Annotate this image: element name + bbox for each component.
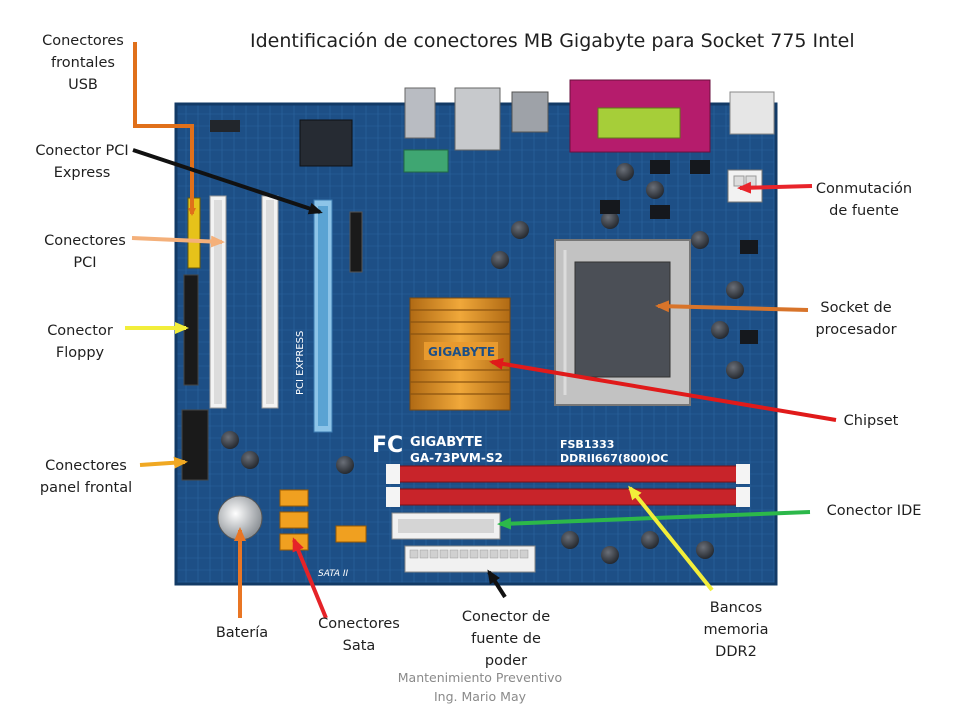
label-panel-line-2: panel frontal [39, 480, 133, 496]
label-power-switch-line-2: de fuente [829, 203, 899, 219]
label-power-switch-line-1: Conmutación [815, 181, 913, 197]
footer-line-1: Mantenimiento Preventivo [397, 670, 563, 685]
label-atx-power-line-1: Conector de [461, 609, 551, 625]
label-socket-line-1: Socket de [820, 300, 892, 316]
label-ide-line-1: Conector IDE [826, 503, 922, 519]
footer-line-2: Ing. Mario May [433, 689, 526, 704]
label-socket-line-2: procesador [815, 322, 897, 338]
label-battery-line-1: Batería [215, 625, 269, 641]
label-sata-line-2: Sata [342, 638, 376, 654]
diagram-title: Identificación de conectores MB Gigabyte… [250, 30, 855, 52]
pcie-slot-text: PCI EXPRESS [295, 331, 306, 395]
label-panel-line-1: Conectores [45, 458, 127, 474]
label-ddr2: Bancos memoria DDR2 [686, 597, 786, 663]
chipset-brand-text: GIGABYTE [428, 345, 495, 359]
rear-io-ports [403, 79, 775, 173]
label-floppy-line-2: Floppy [55, 345, 105, 361]
label-usb-line-1: Conectores [42, 33, 124, 49]
label-chipset-line-1: Chipset [843, 413, 899, 429]
label-atx-power-line-2: fuente de [471, 631, 541, 647]
label-atx-power-line-3: poder [484, 653, 528, 669]
label-sata-line-1: Conectores [318, 616, 400, 632]
front-usb-header [187, 197, 201, 269]
cmos-battery [217, 495, 263, 541]
board-model-text: GA-73PVM-S2 [410, 451, 503, 465]
label-floppy-line-1: Conector [47, 323, 113, 339]
label-ide: Conector IDE [812, 500, 936, 522]
label-chipset: Chipset [826, 410, 916, 432]
label-ddr2-line-3: DDR2 [715, 644, 757, 660]
fsb-text: FSB1333 [560, 438, 614, 451]
floppy-header [183, 274, 199, 386]
label-pci-line-2: PCI [73, 255, 97, 271]
ddr-text: DDRII667(800)OC [560, 452, 668, 465]
cpu-socket [554, 239, 691, 406]
label-usb-line-2: frontales [51, 55, 115, 71]
label-pcie-line-1: Conector PCI [35, 143, 129, 159]
atx12v-connector [727, 169, 763, 203]
label-battery: Batería [200, 622, 284, 644]
label-pci-line-1: Conectores [44, 233, 126, 249]
label-socket: Socket de procesador [804, 297, 908, 341]
fc-mark: FC [372, 433, 403, 458]
label-ddr2-line-2: memoria [703, 622, 769, 638]
label-pci: Conectores PCI [30, 230, 140, 274]
label-pcie: Conector PCI Express [20, 140, 144, 184]
label-sata: Conectores Sata [306, 613, 412, 657]
board-brand-text: GIGABYTE [410, 435, 483, 450]
label-floppy: Conector Floppy [30, 320, 130, 364]
front-panel-header [181, 409, 209, 481]
label-usb-line-3: USB [68, 77, 98, 93]
label-usb: Conectores frontales USB [28, 30, 138, 96]
label-power-switch: Conmutación de fuente [806, 178, 922, 222]
label-pcie-line-2: Express [53, 165, 111, 181]
sata-board-text: SATA II [318, 569, 349, 579]
label-atx-power: Conector de fuente de poder [450, 606, 562, 672]
label-panel: Conectores panel frontal [24, 455, 148, 499]
footer: Mantenimiento Preventivo Ing. Mario May [380, 668, 580, 706]
bios-chip [299, 119, 353, 167]
label-ddr2-line-1: Bancos [709, 600, 763, 616]
